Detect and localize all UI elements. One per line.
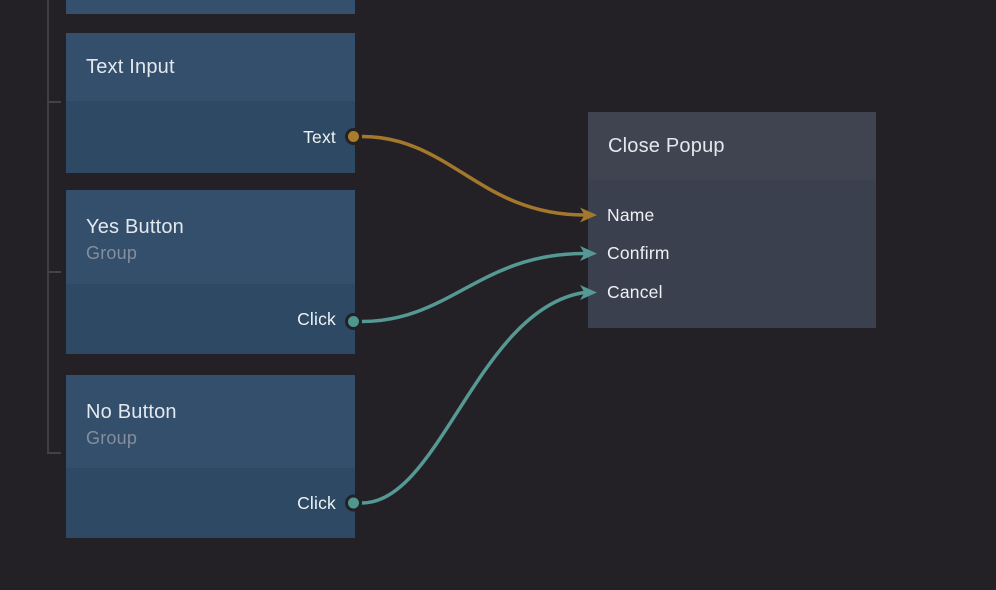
wire[interactable]	[360, 290, 586, 505]
node-header[interactable]: Yes Button Group	[66, 190, 355, 284]
hierarchy-guide-line	[47, 0, 49, 454]
port-label: Click	[297, 308, 336, 329]
wire[interactable]	[360, 251, 586, 324]
connection-click-to-cancel[interactable]	[360, 285, 597, 505]
node-text-input[interactable]: Text Input Text	[66, 33, 355, 173]
port-label: Confirm	[607, 243, 670, 264]
output-port-text[interactable]: Text	[66, 101, 355, 173]
node-body: Name Confirm Cancel	[588, 180, 876, 328]
output-port-click[interactable]: Click	[66, 284, 355, 354]
node-body: Text	[66, 101, 355, 173]
node-header[interactable]: Text Input	[66, 33, 355, 101]
connection-click-to-confirm[interactable]	[360, 246, 597, 324]
node-subtitle: Group	[86, 243, 138, 263]
node-title: Close Popup	[608, 135, 725, 157]
connection-text-to-name[interactable]	[360, 134, 597, 223]
node-no-button[interactable]: No Button Group Click	[66, 375, 355, 538]
port-label: Name	[607, 204, 655, 225]
port-label: Text	[303, 126, 336, 147]
node-yes-button[interactable]: Yes Button Group Click	[66, 190, 355, 354]
input-port-confirm[interactable]: Confirm	[588, 235, 876, 274]
node-title: No Button	[86, 401, 177, 423]
node-partial-top[interactable]	[66, 0, 355, 14]
wire[interactable]	[360, 134, 586, 217]
node-title: Text Input	[86, 56, 175, 78]
output-port-click[interactable]: Click	[66, 468, 355, 538]
node-subtitle: Group	[86, 428, 138, 448]
hierarchy-tick	[47, 452, 61, 454]
input-port-cancel[interactable]: Cancel	[588, 273, 876, 312]
node-header[interactable]: No Button Group	[66, 375, 355, 468]
hierarchy-tick	[47, 101, 61, 103]
node-title: Yes Button	[86, 216, 185, 238]
node-close-popup[interactable]: Close Popup Name Confirm Cancel	[588, 112, 876, 328]
input-port-name[interactable]: Name	[588, 196, 876, 235]
node-body: Click	[66, 284, 355, 354]
port-label: Cancel	[607, 281, 663, 302]
port-label: Click	[297, 492, 336, 513]
node-body: Click	[66, 468, 355, 538]
hierarchy-tick	[47, 271, 61, 273]
node-header[interactable]: Close Popup	[588, 112, 876, 180]
